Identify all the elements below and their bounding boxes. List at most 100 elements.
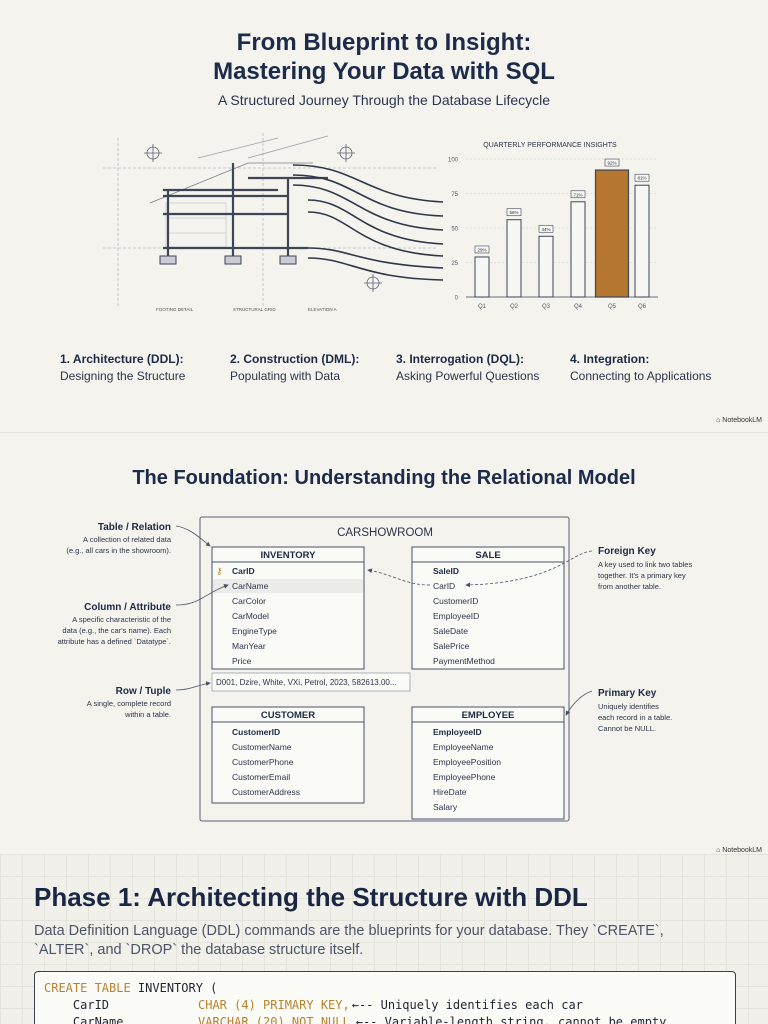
stage-heading: 4. Integration: bbox=[570, 352, 650, 366]
y-tick-label: 75 bbox=[451, 192, 458, 198]
table-inventory: INVENTORY ⚷ CarID CarName CarColor CarMo… bbox=[211, 546, 365, 670]
data-label: 71% bbox=[573, 192, 582, 197]
stage-architecture: 1. Architecture (DDL): Designing the Str… bbox=[60, 352, 235, 383]
data-label: 56% bbox=[509, 210, 518, 215]
column-name: CustomerID bbox=[232, 727, 280, 737]
column-name: EmployeeName bbox=[433, 742, 494, 752]
column-name: SaleDate bbox=[433, 626, 468, 636]
column-name: CustomerPhone bbox=[232, 757, 294, 767]
ddl-description: Data Definition Language (DDL) commands … bbox=[34, 922, 734, 960]
data-label-box bbox=[506, 208, 522, 217]
ddl-title: Phase 1: Architecting the Structure with… bbox=[34, 882, 588, 912]
foreign-key-link-arrow bbox=[367, 568, 431, 586]
column-name: Price bbox=[232, 656, 252, 666]
blueprint-label-grid: STRUCTURAL GRID bbox=[233, 307, 276, 312]
column-name: SalePrice bbox=[433, 641, 470, 651]
code-comment: ←-- Variable-length string, cannot be em… bbox=[355, 1015, 667, 1024]
tuple-example: D001, Dzire, White, VXi, Petrol, 2023, 5… bbox=[216, 678, 397, 687]
stage-description: Connecting to Applications bbox=[570, 369, 712, 383]
column-name: CustomerID bbox=[433, 596, 478, 606]
notebooklm-brand: ⌂ NotebookLM bbox=[716, 417, 762, 424]
stage-description: Designing the Structure bbox=[60, 369, 186, 383]
database-frame bbox=[199, 516, 570, 822]
ddl-slide: Phase 1: Architecting the Structure with… bbox=[0, 854, 768, 1024]
table-name: SALE bbox=[475, 550, 500, 561]
annotation-line: A collection of related data bbox=[83, 535, 172, 544]
column-name: CustomerName bbox=[232, 742, 292, 752]
code-keyword: CREATE TABLE bbox=[44, 981, 131, 995]
y-tick-label: 50 bbox=[451, 227, 458, 233]
relational-model-diagram: CARSHOWROOM INVENTORY ⚷ CarID CarName Ca… bbox=[58, 516, 692, 822]
code-keyword: CHAR (4) PRIMARY KEY, bbox=[198, 998, 350, 1012]
annotation-line: data (e.g., the car's name). Each bbox=[62, 626, 171, 635]
database-name: CARSHOWROOM bbox=[337, 527, 433, 539]
x-tick-label: Q2 bbox=[510, 304, 519, 310]
relational-model-slide: The Foundation: Understanding the Relati… bbox=[0, 432, 768, 854]
brand-label: NotebookLM bbox=[722, 847, 762, 854]
annotation-title: Primary Key bbox=[598, 688, 657, 699]
column-name: CustomerEmail bbox=[232, 772, 290, 782]
bar bbox=[594, 169, 630, 298]
column-name: HireDate bbox=[433, 787, 467, 797]
annotation-line: attribute has a defined `Datatype`. bbox=[58, 637, 171, 646]
annotation-line: from another table. bbox=[598, 582, 661, 591]
blueprint-label-footing: FOOTING DETAIL bbox=[156, 307, 194, 312]
column-name: CarID bbox=[433, 581, 455, 591]
column-name: CarModel bbox=[232, 611, 269, 621]
bar bbox=[474, 256, 490, 298]
column-name: Salary bbox=[433, 802, 458, 812]
code-comment: ←-- Uniquely identifies each car bbox=[351, 998, 583, 1012]
data-label: 44% bbox=[541, 227, 550, 232]
stage-description: Populating with Data bbox=[230, 369, 341, 383]
y-tick-label: 25 bbox=[451, 261, 458, 267]
table-pointer-arrow bbox=[175, 525, 211, 547]
column-name: CarColor bbox=[232, 596, 266, 606]
data-label-box bbox=[634, 173, 650, 182]
x-tick-label: Q5 bbox=[608, 304, 617, 310]
annotation-line: A specific characteristic of the bbox=[72, 615, 171, 624]
row-pointer-arrow bbox=[175, 681, 211, 691]
data-label-box bbox=[604, 158, 620, 167]
x-tick-label: Q4 bbox=[574, 304, 583, 310]
data-label: 92% bbox=[607, 161, 616, 166]
table-sale: SALE SaleID CarID CustomerID EmployeeID … bbox=[411, 546, 565, 670]
tuple-example-box bbox=[211, 672, 411, 692]
annotation-primary-key: Primary Key Uniquely identifies each rec… bbox=[598, 688, 672, 733]
code-keyword: VARCHAR (20) NOT NULL bbox=[198, 1015, 350, 1024]
annotation-table: Table / Relation A collection of related… bbox=[66, 522, 171, 555]
annotation-line: within a table. bbox=[124, 710, 171, 719]
annotation-line: Uniquely identifies bbox=[598, 702, 659, 711]
annotation-line: together. It's a primary key bbox=[598, 571, 686, 580]
x-tick-label: Q1 bbox=[478, 304, 487, 310]
code-column: CarID bbox=[44, 998, 110, 1012]
stage-heading: 1. Architecture (DDL): bbox=[60, 352, 184, 366]
annotation-column: Column / Attribute A specific characteri… bbox=[58, 602, 172, 646]
stage-interrogation: 3. Interrogation (DQL): Asking Powerful … bbox=[396, 352, 571, 383]
table-name: INVENTORY bbox=[261, 550, 317, 561]
stage-heading: 2. Construction (DML): bbox=[230, 352, 360, 366]
data-label-box bbox=[474, 245, 490, 254]
ddl-description-line: `ALTER`, and `DROP` the database structu… bbox=[34, 942, 364, 958]
column-pointer-arrow bbox=[175, 584, 229, 606]
data-label: 29% bbox=[477, 247, 486, 252]
code-line: CarID CHAR (4) PRIMARY KEY,←-- Uniquely i… bbox=[44, 997, 726, 1014]
table-customer: CUSTOMER CustomerID CustomerName Custome… bbox=[211, 706, 365, 804]
annotation-title: Foreign Key bbox=[598, 546, 656, 557]
annotation-line: Cannot be NULL. bbox=[598, 724, 656, 733]
table-name: EMPLOYEE bbox=[462, 710, 515, 721]
column-name: SaleID bbox=[433, 566, 459, 576]
stage-description: Asking Powerful Questions bbox=[396, 369, 540, 383]
blueprint-illustration: FOOTING DETAIL STRUCTURAL GRID ELEVATION… bbox=[103, 133, 443, 312]
brand-label: NotebookLM bbox=[722, 417, 762, 424]
annotation-title: Table / Relation bbox=[98, 522, 171, 533]
column-name: EmployeePosition bbox=[433, 757, 501, 767]
ddl-description-line: Data Definition Language (DDL) commands … bbox=[34, 923, 664, 939]
main-title-line-2: Mastering Your Data with SQL bbox=[213, 58, 555, 85]
bar bbox=[634, 184, 650, 298]
blueprint-label-elevation: ELEVATION A bbox=[308, 307, 337, 312]
y-tick-label: 0 bbox=[455, 296, 459, 302]
title-slide: From Blueprint to Insight: Mastering You… bbox=[0, 0, 768, 432]
column-name: CustomerAddress bbox=[232, 787, 300, 797]
data-label-box bbox=[570, 190, 586, 199]
